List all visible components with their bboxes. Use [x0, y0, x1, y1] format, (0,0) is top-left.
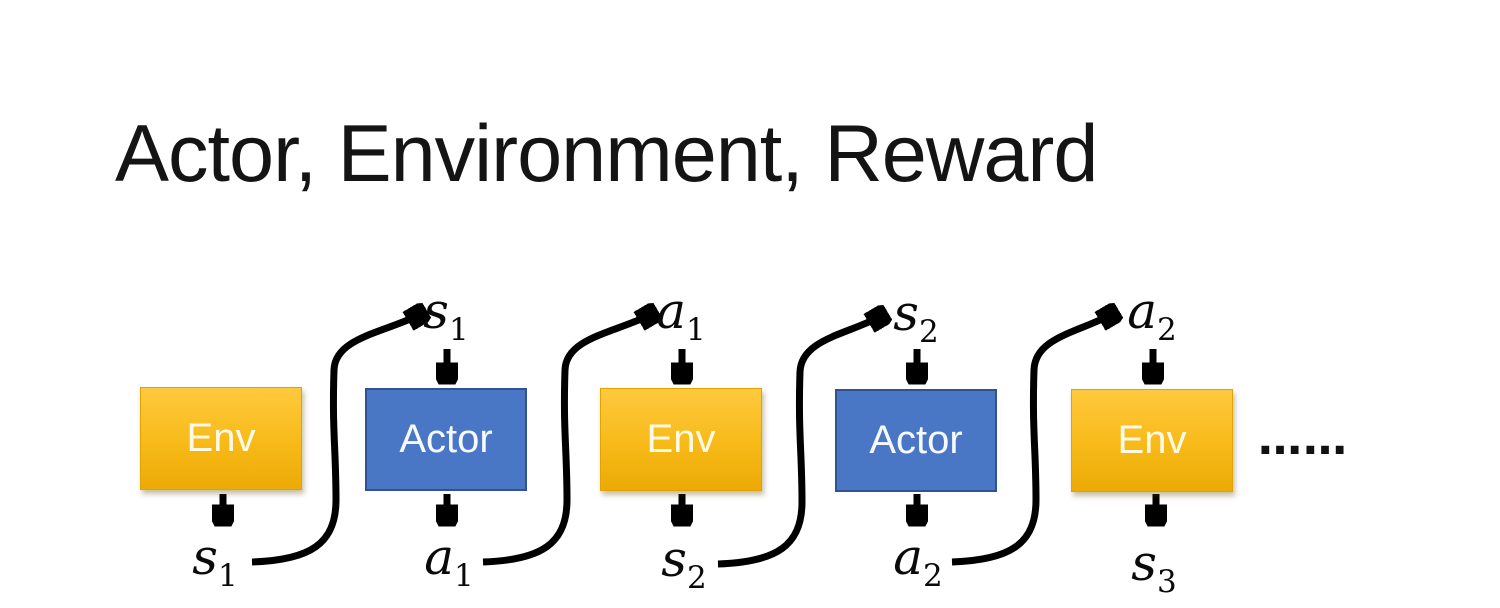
env-box-2-label: Env [646, 417, 716, 461]
top-label-s1-sub: 1 [448, 312, 469, 348]
ellipsis-dots: …… [1258, 414, 1348, 465]
top-label-s1-base: s [423, 282, 449, 340]
top-label-s1: s1 [401, 286, 491, 346]
bottom-label-s3-base: s [1131, 534, 1157, 592]
bottom-label-a1-sub: 1 [454, 558, 474, 594]
env-box-1: Env [140, 387, 302, 490]
top-label-s2-base: s [893, 284, 919, 342]
bottom-label-s1: s1 [170, 532, 260, 592]
bottom-label-a2-sub: 2 [923, 558, 943, 594]
bottom-label-s2: s2 [639, 534, 729, 594]
env-box-3-label: Env [1117, 418, 1187, 462]
bottom-label-s3-sub: 3 [1156, 564, 1177, 600]
bottom-label-s1-sub: 1 [217, 558, 238, 594]
top-label-a2-base: a [1127, 282, 1158, 340]
actor-box-2: Actor [835, 389, 997, 492]
top-label-a2: a2 [1107, 286, 1197, 346]
actor-box-2-label: Actor [869, 418, 963, 462]
bottom-label-s3: s3 [1109, 538, 1199, 598]
bottom-label-s2-sub: 2 [686, 560, 707, 596]
bottom-label-a1-base: a [424, 528, 455, 586]
bottom-label-a1: a1 [404, 532, 494, 592]
env-box-2: Env [600, 388, 762, 491]
top-label-a2-sub: 2 [1157, 312, 1177, 348]
top-label-a1: a1 [636, 286, 726, 346]
top-label-a1-sub: 1 [686, 312, 706, 348]
page-title: Actor, Environment, Reward [115, 109, 1098, 199]
env-box-1-label: Env [186, 416, 256, 460]
env-box-3: Env [1071, 389, 1233, 492]
bottom-label-a2-base: a [893, 528, 924, 586]
bottom-label-s2-base: s [661, 530, 687, 588]
actor-box-1: Actor [365, 388, 527, 491]
actor-box-1-label: Actor [399, 417, 493, 461]
bottom-label-s1-base: s [192, 528, 218, 586]
top-label-a1-base: a [656, 282, 687, 340]
top-label-s2: s2 [871, 288, 961, 348]
top-label-s2-sub: 2 [918, 314, 939, 350]
bottom-label-a2: a2 [873, 532, 963, 592]
